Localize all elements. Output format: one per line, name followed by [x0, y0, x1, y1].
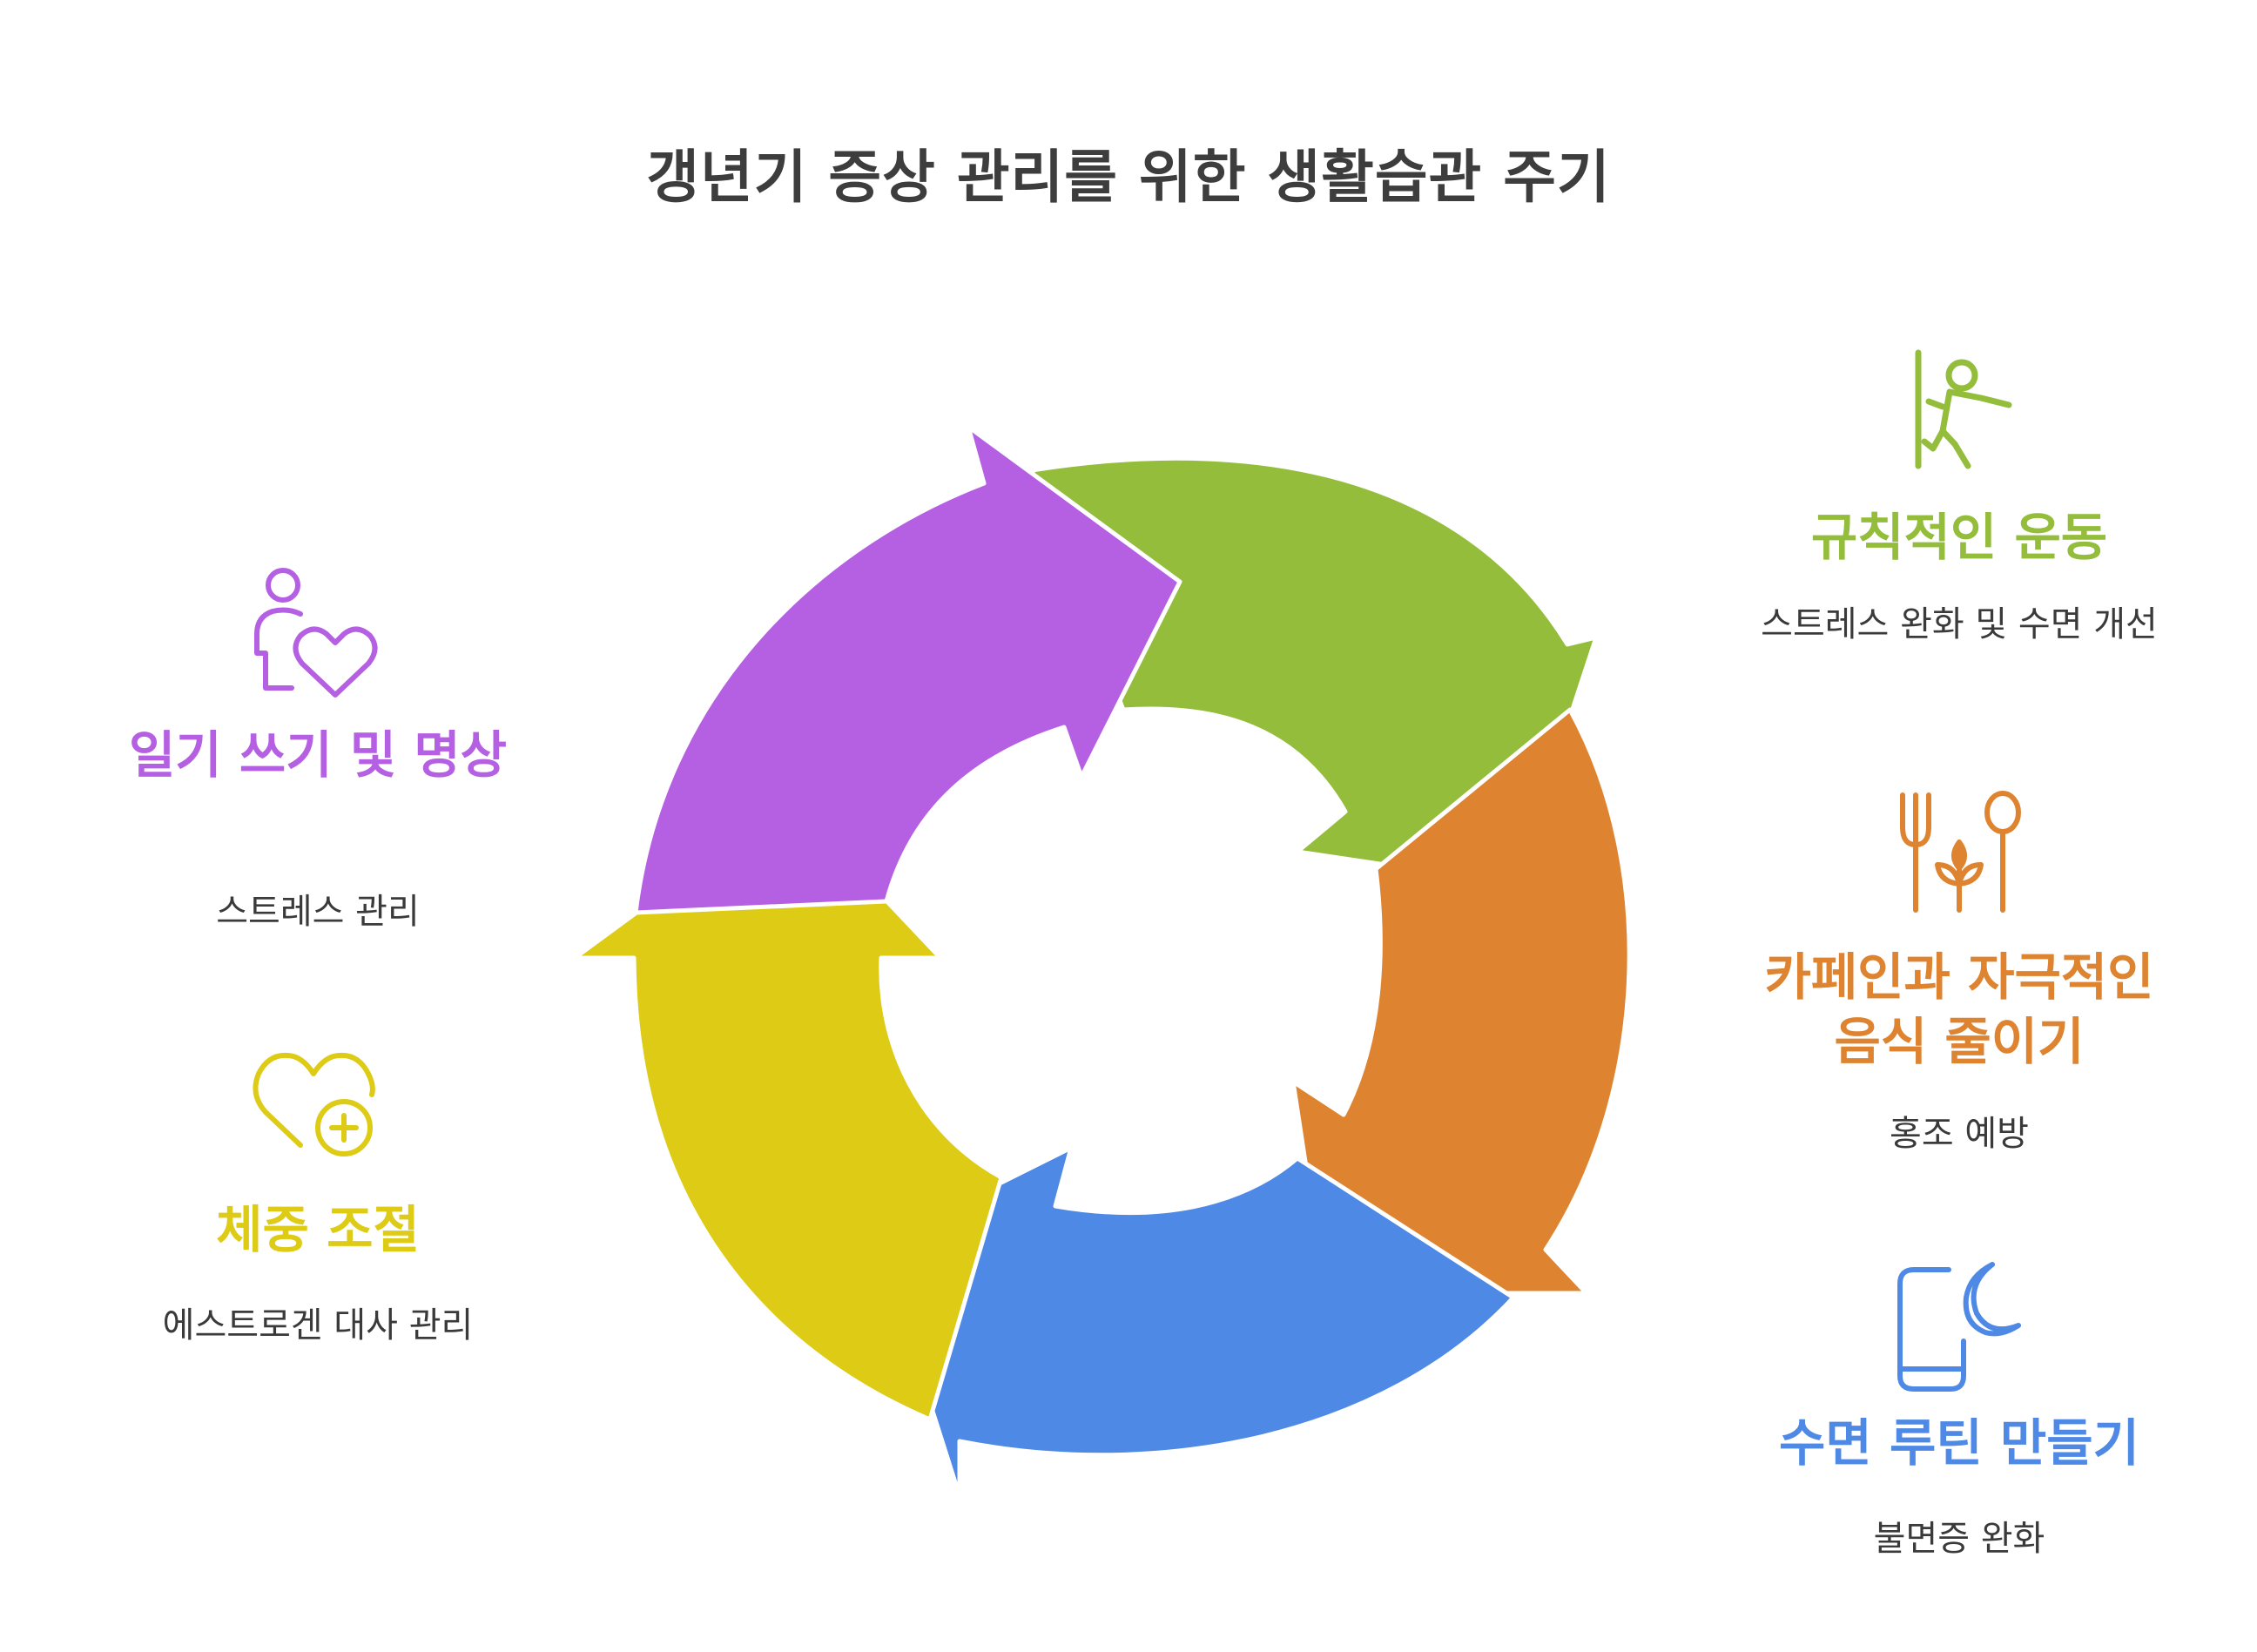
label-exercise: 규칙적인 운동	[1810, 508, 2108, 567]
page-title: 갱년기 증상 관리를 위한 생활습관 주기	[646, 144, 1611, 211]
heart-plus-icon	[253, 1053, 375, 1156]
fork-spoon-plant-icon	[1900, 791, 2021, 913]
exercise-person-icon	[1915, 349, 2012, 469]
person-heart-icon	[254, 568, 378, 698]
phone-moon-icon	[1897, 1262, 2021, 1392]
cycle-arrow-sleep	[877, 1145, 1516, 1499]
label-weight: 체중 조절	[216, 1200, 420, 1259]
desc-journal: 스트레스 관리	[216, 892, 420, 932]
label-journal: 일기 쓰기 및 명상	[128, 725, 508, 785]
cycle-arrow-caffeine	[1290, 707, 1632, 1296]
label-sleep: 수면 루틴 만들기	[1779, 1413, 2139, 1473]
cycle-arrow-journal	[633, 424, 1182, 915]
desc-exercise: 스트레스 완화 및 수면 개선	[1761, 604, 2158, 644]
desc-weight: 에스트로겐 대사 관리	[162, 1305, 474, 1345]
desc-caffeine: 홍조 예방	[1890, 1114, 2029, 1154]
desc-sleep: 불면증 완화	[1873, 1519, 2045, 1559]
label-caffeine: 카페인과 자극적인 음식 줄이기	[1764, 947, 2154, 1071]
cycle-arrow-weight	[572, 797, 1004, 1422]
cycle-arrow-exercise	[1029, 455, 1599, 887]
